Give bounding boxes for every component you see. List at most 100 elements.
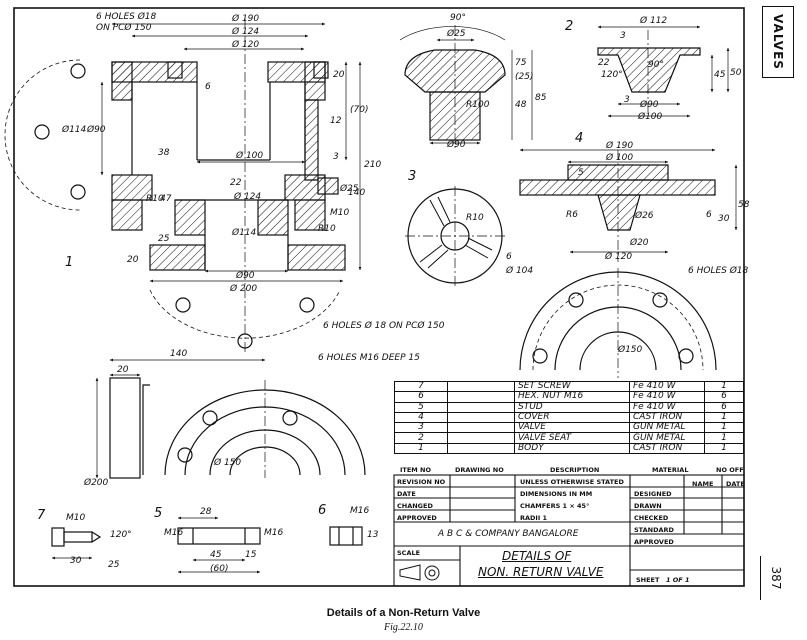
- dim-screw-m10: M10: [66, 513, 86, 523]
- tb-company: A B C & COMPANY BANGALORE: [438, 529, 579, 539]
- bom-item-no: 4: [394, 411, 448, 424]
- bom-item-no: 6: [394, 391, 448, 403]
- part-number-3: 3: [408, 169, 417, 184]
- bom-qty: 1: [704, 380, 744, 393]
- part-number-5: 5: [154, 506, 163, 521]
- body-section-view: [4, 18, 362, 352]
- part-number-4: 4: [575, 131, 584, 146]
- bom-header-item: ITEM NO: [400, 466, 431, 474]
- dim-seat-a90: 90°: [648, 60, 664, 70]
- tb-revision-no: REVISION NO: [397, 478, 446, 486]
- part-number-1: 1: [65, 255, 74, 270]
- drawing-title-line-2: NON. RETURN VALVE: [478, 565, 604, 579]
- dim-cover-h58: 58: [738, 200, 750, 210]
- dim-cover-d190: Ø 190: [606, 141, 634, 151]
- tb-changed: CHANGED: [397, 502, 433, 510]
- dim-seat-a120: 120°: [601, 70, 623, 80]
- bom-item-no: 7: [394, 380, 448, 393]
- dim-h38: 38: [158, 148, 170, 158]
- tb-date-col: DATE: [726, 480, 745, 488]
- dim-valve-h85: 85: [535, 93, 547, 103]
- dim-stud-m16b: M16: [264, 528, 284, 538]
- dim-valve-d25: Ø25: [447, 29, 466, 39]
- dim-seat-d90: Ø90: [640, 100, 659, 110]
- cover-section-view-4: [519, 148, 738, 262]
- part-number-6: 6: [318, 503, 327, 518]
- dim-cover-r6: R6: [566, 210, 578, 220]
- bom-item-no: 2: [394, 432, 448, 444]
- bom-material: GUN METAL: [629, 432, 705, 444]
- bom-material: GUN METAL: [629, 422, 705, 434]
- dim-r10a: R10: [146, 194, 164, 204]
- dim-valve-h25: (25): [515, 72, 534, 82]
- dim-valveplan-r10: R10: [466, 213, 484, 223]
- dim-seat-h3a: 3: [620, 31, 626, 41]
- dim-h12: 12: [330, 116, 342, 126]
- drawing-border: [13, 7, 745, 587]
- bom-qty: 6: [704, 401, 744, 413]
- dim-d124a: Ø 124: [232, 27, 260, 37]
- bom-desc: SET SCREW: [514, 380, 630, 393]
- figure-caption-title: Details of a Non-Return Valve: [326, 607, 481, 619]
- bom-qty: 1: [704, 432, 744, 444]
- dim-screw-30: 30: [70, 556, 82, 566]
- dim-h20: 20: [333, 70, 345, 80]
- dim-bodyplan-holes: 6 HOLES M16 DEEP 15: [318, 353, 420, 363]
- dim-h210: 210: [364, 160, 382, 170]
- dim-h47: 47: [160, 194, 172, 204]
- tb-approved2: APPROVED: [634, 538, 674, 546]
- bom-qty: 6: [704, 391, 744, 403]
- tb-name-col: NAME: [692, 480, 714, 488]
- drawing-title-line-1: DETAILS OF: [502, 549, 572, 563]
- bom-material: CAST IRON: [629, 442, 705, 455]
- dim-d100: Ø 100: [236, 151, 264, 161]
- tb-checked: CHECKED: [634, 514, 669, 522]
- dim-d90b: Ø90: [236, 271, 255, 281]
- dim-seat-h50: 50: [730, 68, 742, 78]
- dim-h3: 3: [333, 152, 339, 162]
- tb-note-4: RADII 1: [520, 514, 548, 522]
- dim-d114l: Ø114: [62, 125, 87, 135]
- bom-item-no: 1: [394, 442, 448, 455]
- dim-r10b: R10: [318, 224, 336, 234]
- dim-valveplan-d104: Ø 104: [506, 266, 534, 276]
- bom-desc: HEX. NUT M16: [514, 391, 630, 403]
- bom-header-qty: NO OFF: [716, 466, 744, 474]
- dim-seat-h22: 22: [598, 58, 610, 68]
- page-number: 387: [760, 556, 791, 600]
- dim-cover-d20: Ø20: [630, 238, 649, 248]
- bom-header-drawing: DRAWING NO: [455, 466, 504, 474]
- bom-qty: 1: [704, 422, 744, 434]
- dim-h20b: 20: [127, 255, 139, 265]
- body-plan-view: [95, 358, 366, 479]
- tb-scale: SCALE: [397, 549, 421, 557]
- dim-h140: 140: [348, 188, 366, 198]
- dim-cover-d26: Ø26: [635, 211, 654, 221]
- dim-seat-h3b: 3: [624, 95, 630, 105]
- part-number-2: 2: [565, 19, 574, 34]
- dim-d120: Ø 120: [232, 40, 260, 50]
- bom-material: CAST IRON: [629, 411, 705, 424]
- bom-desc: VALVE: [514, 422, 630, 434]
- set-screw-view-7: [51, 527, 102, 560]
- bom-header-desc: DESCRIPTION: [550, 466, 600, 474]
- dim-valve-d90: Ø90: [447, 140, 466, 150]
- dim-cover-h30: 30: [718, 214, 730, 224]
- page-number-label: 387: [769, 566, 783, 590]
- dim-d114b: Ø114: [232, 228, 257, 238]
- dim-stud-m16a: M16: [164, 528, 184, 538]
- bom-material: Fe 410 W: [629, 401, 705, 413]
- dim-stud-45: 45: [210, 550, 222, 560]
- dim-valve-r100: R100: [466, 100, 490, 110]
- dim-m10a: M10: [330, 208, 350, 218]
- dim-pcd-top: ON PCØ 150: [96, 23, 152, 33]
- dim-cover-h6: 6: [706, 210, 712, 220]
- dim-screw-25: 25: [108, 560, 120, 570]
- dim-bodyplan-140: 140: [170, 349, 188, 359]
